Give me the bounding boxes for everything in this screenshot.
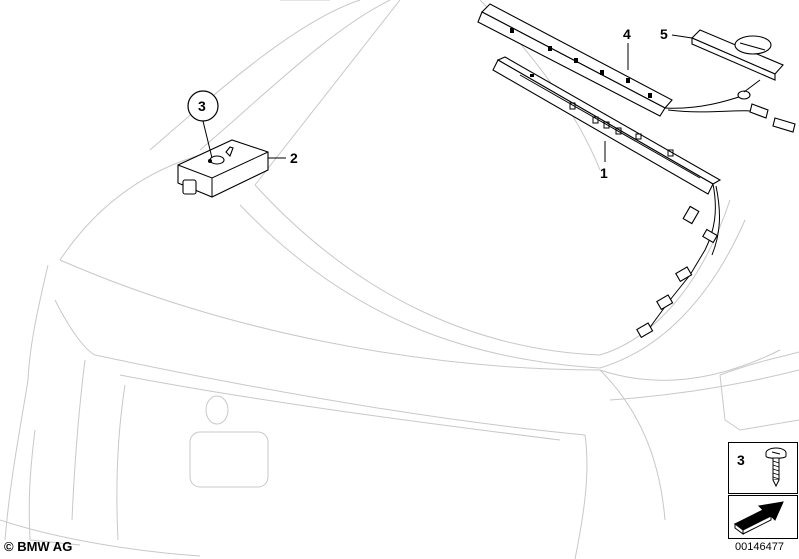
callout-5-leader [671, 34, 693, 39]
callout-3: 3 [198, 98, 206, 114]
copyright-label: © BMW AG [4, 539, 73, 554]
screw-icon [765, 447, 787, 488]
callout-3-marker [187, 90, 219, 159]
antenna-strip-4 [477, 3, 761, 117]
antenna-strip-1 [492, 56, 722, 339]
orientation-arrow-icon [734, 501, 784, 535]
callout-5: 5 [660, 26, 668, 42]
callout-4: 4 [623, 26, 631, 42]
fastener-legend: 3 [728, 442, 798, 494]
callout-2: 2 [290, 150, 298, 166]
control-unit-part [177, 139, 269, 198]
diagram-number: 00146477 [735, 541, 784, 553]
callout-1: 1 [600, 165, 608, 181]
antenna-module-5 [691, 29, 796, 133]
orientation-arrow-box [728, 495, 798, 539]
legend-part-number: 3 [737, 452, 745, 468]
